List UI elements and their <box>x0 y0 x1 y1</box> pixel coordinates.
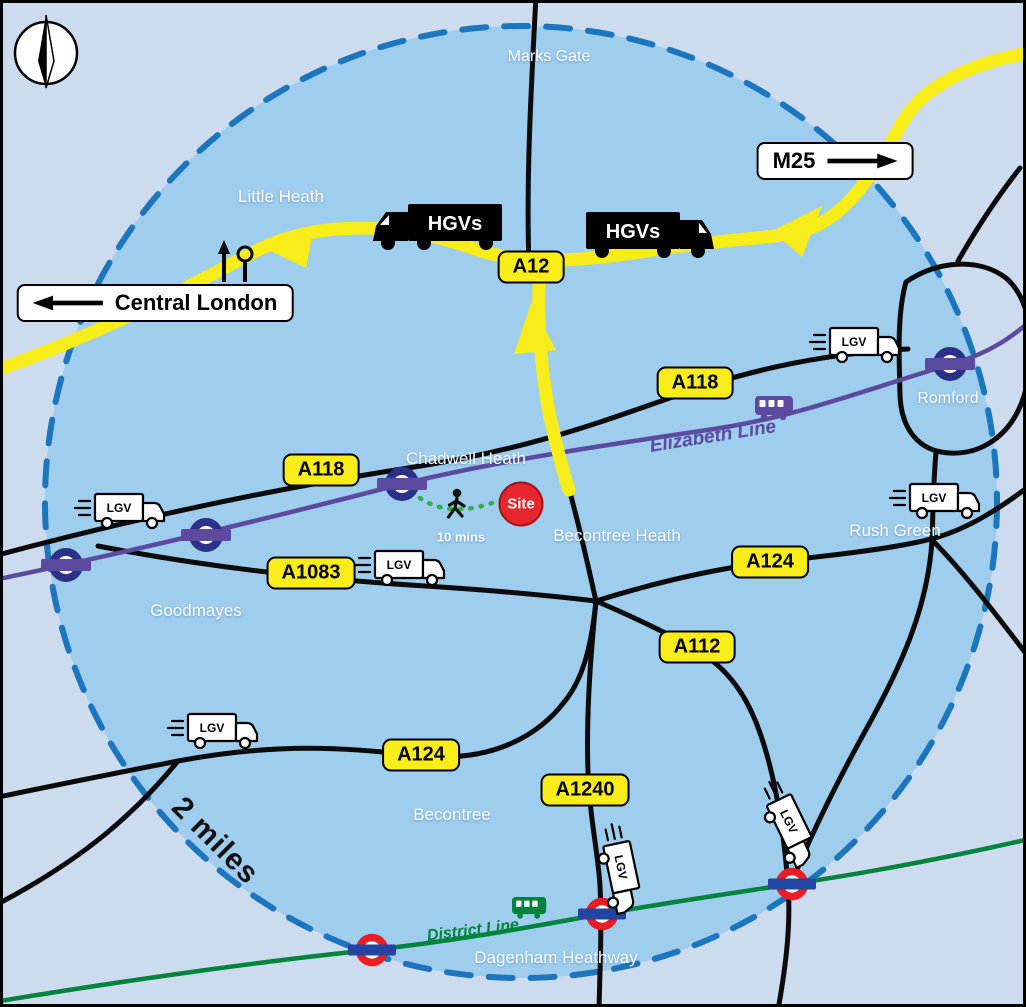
hgv-label: HGVs <box>606 221 660 243</box>
road-badge-a124-west: A124 <box>382 738 460 772</box>
lgv-van-southwest-icon: LGV <box>166 712 259 750</box>
road-badge-a1240: A1240 <box>540 773 630 807</box>
place-label-rush-green: Rush Green <box>849 521 941 540</box>
place-label-marks-gate: Marks Gate <box>507 48 591 65</box>
place-label-little-heath: Little Heath <box>238 187 324 206</box>
central-london-sign: Central London <box>16 284 294 322</box>
place-label-romford: Romford <box>917 390 979 407</box>
hgv-truck-west-icon: HGVs <box>373 204 502 250</box>
road-a12-site-link <box>532 262 576 497</box>
road-a12 <box>0 46 1026 377</box>
road-a1240 <box>584 598 604 1007</box>
road-southwest-branch <box>0 758 181 906</box>
road-northeast-stub <box>955 165 1023 264</box>
road-a118 <box>0 346 911 557</box>
road-rush-green <box>788 449 939 887</box>
site-marker: Site <box>498 481 544 527</box>
road-badge-a118-east: A118 <box>656 366 734 400</box>
walk-time-label: 10 mins <box>436 529 486 545</box>
road-badge-a124-east: A124 <box>731 545 809 579</box>
lgv-label: LGV <box>107 501 132 515</box>
place-label-becontree-heath: Becontree Heath <box>553 526 681 545</box>
road-badge-a12: A12 <box>497 250 565 284</box>
lgv-label: LGV <box>611 854 630 881</box>
lgv-van-west-icon: LGV <box>73 492 166 530</box>
left-arrow-icon <box>32 295 103 311</box>
central-london-label: Central London <box>114 290 278 315</box>
lgv-van-rush-green-icon: LGV <box>888 482 981 520</box>
road-to-site <box>566 486 599 604</box>
strategic-roads <box>0 46 1026 497</box>
arrow-north-icon <box>514 303 556 354</box>
hgv-truck-east-icon: HGVs <box>586 212 714 258</box>
place-label-chadwell-heath: Chadwell Heath <box>405 449 527 468</box>
site-label: Site <box>507 495 535 513</box>
lgv-van-a1083-icon: LGV <box>353 549 446 587</box>
arrow-northeast-icon <box>772 206 822 257</box>
lgv-label: LGV <box>922 491 947 505</box>
road-a124-east <box>593 485 1026 604</box>
place-label-goodmayes: Goodmayes <box>150 601 242 620</box>
lgv-label: LGV <box>387 558 412 572</box>
right-arrow-icon <box>827 153 898 169</box>
place-label-becontree: Becontree <box>413 805 491 824</box>
m25-label: M25 <box>772 148 816 173</box>
arrow-west-icon <box>262 226 314 268</box>
road-a1083 <box>95 543 599 604</box>
m25-sign: M25 <box>756 142 914 180</box>
road-badge-a112: A112 <box>658 630 736 664</box>
lgv-label: LGV <box>842 335 867 349</box>
hgv-label: HGVs <box>428 213 482 235</box>
road-east-branch <box>929 537 1026 658</box>
compass-north-icon <box>13 14 79 89</box>
road-badge-a1083: A1083 <box>266 556 356 590</box>
lgv-van-romford-icon: LGV <box>808 326 901 364</box>
road-badge-a118-west: A118 <box>282 453 360 487</box>
london-landmarks-icon <box>218 240 254 282</box>
lgv-van-a1240-icon: LGV <box>591 820 645 917</box>
road-north-approach <box>525 0 539 269</box>
two-mile-radius-ring <box>42 23 1000 981</box>
lgv-van-southeast-icon: LGV <box>750 774 823 872</box>
lgv-label: LGV <box>200 721 225 735</box>
place-label-dagenham-heathway: Dagenham Heathway <box>474 948 638 967</box>
